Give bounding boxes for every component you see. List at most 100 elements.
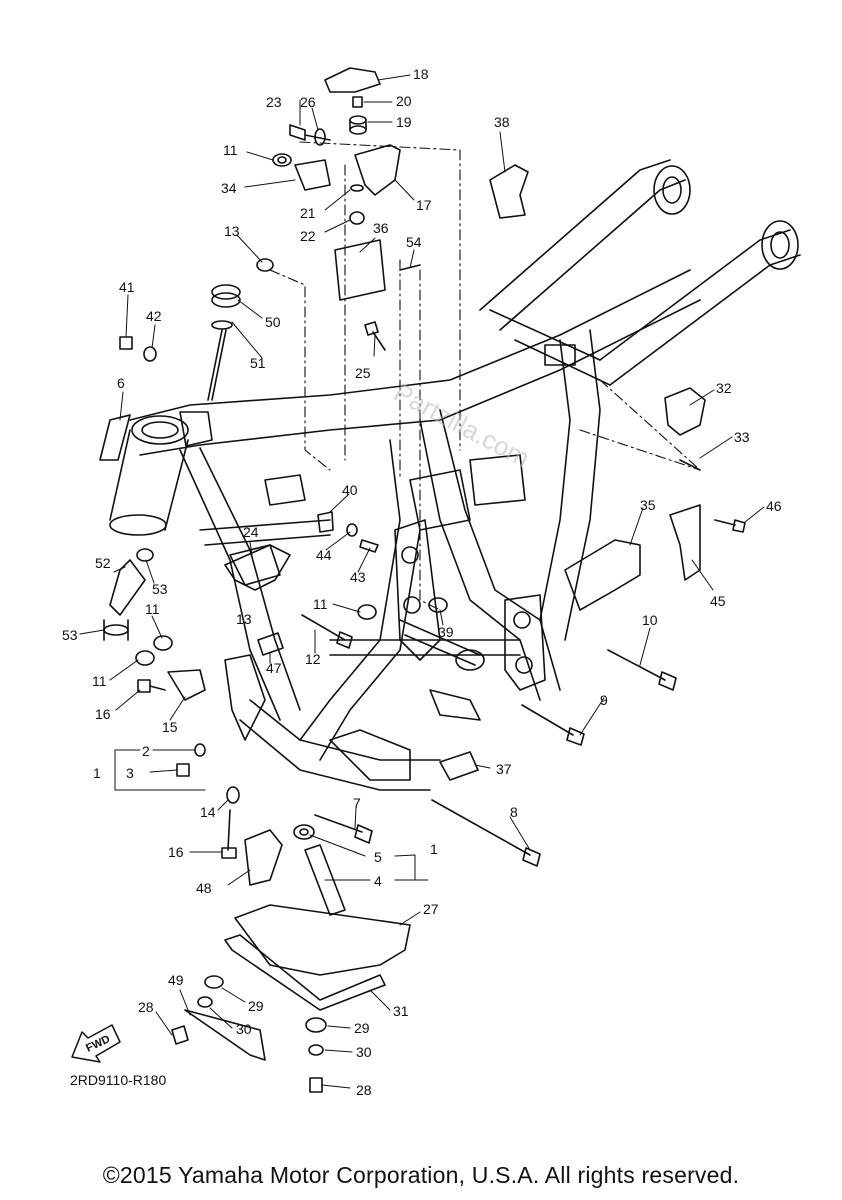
label-42: 42 bbox=[146, 308, 162, 324]
label-26: 26 bbox=[300, 94, 316, 110]
label-11-left-a: 11 bbox=[145, 601, 160, 617]
label-43: 43 bbox=[350, 569, 366, 585]
part-30-collar-left bbox=[197, 996, 213, 1008]
label-11-top: 11 bbox=[223, 142, 238, 158]
part-14-collar bbox=[226, 786, 240, 804]
label-1-left: 1 bbox=[93, 765, 101, 781]
part-18-bracket bbox=[324, 67, 381, 93]
part-28-bolt-left bbox=[171, 1025, 189, 1045]
label-31: 31 bbox=[393, 1003, 409, 1019]
part-23-bolt bbox=[289, 124, 331, 141]
part-10-bolt bbox=[607, 649, 677, 691]
label-3: 3 bbox=[126, 765, 134, 781]
label-40: 40 bbox=[342, 482, 358, 498]
reference-lines bbox=[269, 141, 701, 611]
label-51: 51 bbox=[250, 355, 266, 371]
label-36: 36 bbox=[373, 220, 389, 236]
watermark-text: Partzilla.com bbox=[389, 377, 534, 473]
part-48-bracket bbox=[244, 829, 283, 886]
label-35: 35 bbox=[640, 497, 656, 513]
label-30-bottom: 30 bbox=[356, 1044, 372, 1060]
part-46-bolt bbox=[714, 519, 746, 533]
part-2-washer bbox=[194, 743, 206, 757]
label-12: 12 bbox=[305, 651, 321, 667]
part-44-washer bbox=[346, 523, 358, 537]
part-50-cap bbox=[211, 284, 241, 308]
part-8-bolt bbox=[431, 799, 541, 867]
label-1-right: 1 bbox=[430, 841, 438, 857]
reference-code: 2RD9110-R180 bbox=[70, 1072, 167, 1088]
part-19-damper bbox=[349, 115, 367, 135]
part-4-bolt bbox=[304, 844, 346, 916]
label-39: 39 bbox=[438, 624, 454, 640]
part-52-hose bbox=[109, 559, 146, 616]
label-49: 49 bbox=[168, 972, 184, 988]
part-27-skid-plate bbox=[234, 904, 411, 976]
part-7-bolt bbox=[314, 814, 373, 844]
part-39-collar bbox=[428, 597, 448, 613]
part-41-bolt bbox=[119, 336, 133, 350]
part-21-washer bbox=[350, 184, 364, 192]
label-25: 25 bbox=[355, 365, 371, 381]
part-3-bolt bbox=[176, 763, 190, 777]
label-13-top: 13 bbox=[224, 223, 240, 239]
part-35-cover bbox=[564, 539, 641, 611]
part-9-bolt bbox=[521, 704, 585, 746]
label-30-left: 30 bbox=[236, 1021, 252, 1037]
part-29-damper-bottom bbox=[305, 1017, 327, 1033]
part-42-washer bbox=[143, 346, 157, 362]
label-32: 32 bbox=[716, 380, 732, 396]
label-28-bottom: 28 bbox=[356, 1082, 372, 1098]
label-5: 5 bbox=[374, 849, 382, 865]
label-52: 52 bbox=[95, 555, 111, 571]
part-13-nut bbox=[256, 258, 274, 272]
label-50: 50 bbox=[265, 314, 281, 330]
label-47: 47 bbox=[266, 660, 282, 676]
part-40-clip bbox=[317, 511, 334, 533]
label-16-lower: 16 bbox=[168, 844, 184, 860]
label-21: 21 bbox=[300, 205, 316, 221]
label-48: 48 bbox=[196, 880, 212, 896]
label-34: 34 bbox=[221, 180, 237, 196]
part-24-bracket bbox=[224, 544, 291, 591]
part-16-bolt-lower bbox=[221, 809, 237, 859]
label-28-left: 28 bbox=[138, 999, 154, 1015]
fwd-arrow-icon bbox=[71, 1024, 121, 1063]
label-8: 8 bbox=[510, 804, 518, 820]
label-18: 18 bbox=[413, 66, 429, 82]
part-47-label bbox=[257, 632, 284, 656]
label-23: 23 bbox=[266, 94, 282, 110]
part-38-label bbox=[489, 164, 529, 219]
label-29-bottom: 29 bbox=[354, 1020, 370, 1036]
part-28-bolt-bottom bbox=[309, 1077, 323, 1093]
part-22-damper bbox=[349, 211, 365, 225]
label-9: 9 bbox=[600, 692, 608, 708]
label-17: 17 bbox=[416, 197, 432, 213]
part-labels: 18 20 19 23 26 11 17 34 21 22 36 54 38 1… bbox=[62, 66, 782, 1098]
label-6: 6 bbox=[117, 375, 125, 391]
part-16-bolt-left bbox=[137, 679, 166, 693]
label-46: 46 bbox=[766, 498, 782, 514]
label-54: 54 bbox=[406, 234, 422, 250]
part-37-label bbox=[439, 751, 479, 781]
label-37: 37 bbox=[496, 761, 512, 777]
label-24: 24 bbox=[243, 524, 259, 540]
label-27: 27 bbox=[423, 901, 439, 917]
part-11-nut-mid bbox=[357, 604, 377, 620]
label-11-mid: 11 bbox=[313, 596, 328, 612]
label-16-left: 16 bbox=[95, 706, 111, 722]
label-53-lower: 53 bbox=[62, 627, 78, 643]
part-6-guard bbox=[99, 414, 131, 461]
label-15: 15 bbox=[162, 719, 178, 735]
part-53-clamp-lower bbox=[103, 619, 129, 641]
leader-lines bbox=[79, 74, 765, 1089]
frame-main bbox=[109, 159, 801, 791]
part-5-washer bbox=[293, 824, 315, 840]
part-29-damper-left bbox=[204, 975, 224, 989]
part-32-holder bbox=[664, 387, 706, 436]
part-12-bolt bbox=[301, 614, 353, 649]
label-10: 10 bbox=[642, 612, 658, 628]
label-11-left-b: 11 bbox=[92, 673, 107, 689]
label-38: 38 bbox=[494, 114, 510, 130]
